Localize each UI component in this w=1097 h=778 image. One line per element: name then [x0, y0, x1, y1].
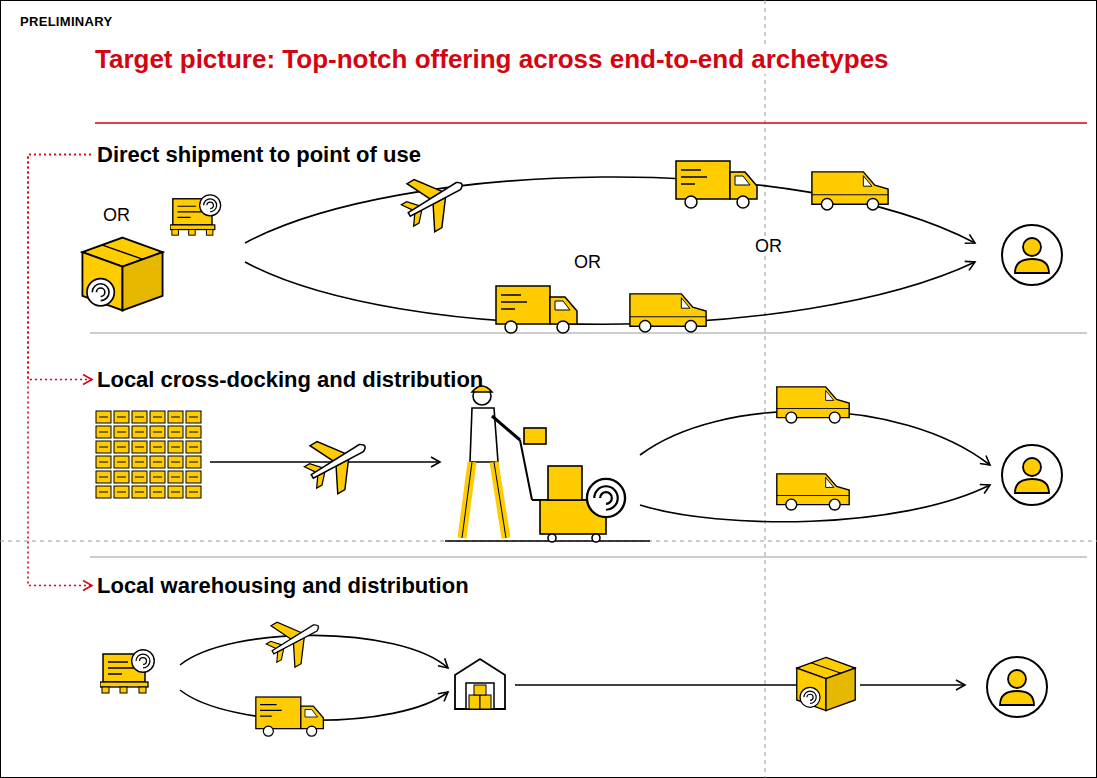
section-heading: Local cross-docking and distribution	[97, 367, 483, 393]
heading-text: Direct shipment to point of use	[97, 142, 421, 167]
title-box: Target picture: Top-notch offering acros…	[95, 44, 975, 75]
or-label: OR	[572, 252, 603, 272]
or-label: OR	[753, 236, 784, 256]
status-label: PRELIMINARY	[20, 14, 112, 29]
or-label: OR	[101, 205, 132, 225]
section-heading: Direct shipment to point of use	[97, 142, 421, 168]
title: Target picture: Top-notch offering acros…	[95, 44, 889, 74]
heading-text: Local cross-docking and distribution	[97, 367, 483, 392]
dotted-connector	[28, 155, 92, 380]
dotted-connector	[28, 155, 92, 586]
section-heading: Local warehousing and distribution	[97, 573, 469, 599]
heading-text: Local warehousing and distribution	[97, 573, 469, 598]
